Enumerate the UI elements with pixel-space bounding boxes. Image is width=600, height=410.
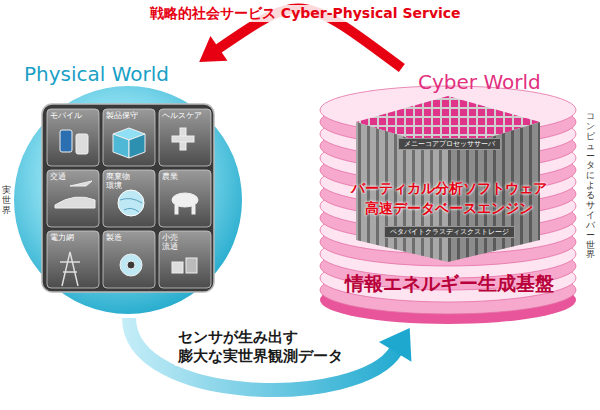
world-circle — [14, 86, 242, 314]
arrow-head — [199, 36, 227, 62]
layer-band: ペタバイトクラスディスクストレージ — [384, 226, 515, 238]
node-title: 電力網 — [50, 233, 76, 242]
node-title: 農業 — [162, 172, 188, 181]
edge-label: センサが生み出す 膨大な実世界観測データ — [175, 328, 353, 366]
node-title: 小売 流通 — [162, 233, 188, 251]
layer-band: メニーコアプロセッササーバ — [398, 138, 501, 150]
icon-panel — [42, 104, 214, 292]
band-label: メニーコアプロセッササーバ — [404, 140, 495, 148]
node-text: 高速データベースエンジン — [318, 200, 580, 217]
side-label: 実世界 — [2, 186, 11, 216]
band-label: ペタバイトクラスディスクストレージ — [390, 228, 509, 236]
node-title: 製品保守 — [106, 111, 132, 120]
arrow-line — [129, 318, 396, 390]
icon-tile: 製品保守 — [103, 109, 155, 166]
icon-tile — [103, 170, 155, 227]
icon-tile — [159, 109, 211, 166]
icon-tile — [159, 231, 211, 288]
icons — [55, 128, 198, 286]
node-title: Physical World — [24, 62, 169, 86]
icon-tile: 交通 — [47, 170, 99, 227]
node-text: バーティカル分析ソフトウェア — [318, 180, 580, 197]
node-title: 交通 — [50, 172, 76, 181]
node-title: ヘルスケア — [162, 111, 188, 120]
node-title: モバイル — [50, 111, 76, 120]
icon-tile: ヘルスケア — [159, 109, 211, 166]
flow-arrow — [129, 318, 411, 390]
node-title: 製造 — [106, 233, 132, 242]
node-title: Cyber World — [418, 70, 541, 94]
icon-tiles — [47, 109, 211, 288]
icon-tile: 農業 — [159, 170, 211, 227]
node-title: 廃棄物 環境 — [106, 172, 132, 190]
icon-tile: モバイル — [47, 109, 99, 166]
side-label: コンピュータによるサイバー世界 — [586, 112, 595, 260]
icon-tile: 製造 — [103, 231, 155, 288]
icon-tile — [47, 231, 99, 288]
icon-tile — [103, 231, 155, 288]
cyber-cylinder: Cyber World バーティカル分析ソフトウェア高速データベースエンジン情報エ… — [318, 68, 580, 328]
icon-tile: 廃棄物 環境 — [103, 170, 155, 227]
icon-tile — [47, 170, 99, 227]
node-text: 情報エネルギー生成基盤 — [318, 272, 580, 295]
arrow-head — [379, 328, 411, 362]
icon-tile: 小売 流通 — [159, 231, 211, 288]
icon-tile: 電力網 — [47, 231, 99, 288]
edge-label: 戦略的社会サービス Cyber-Physical Service — [147, 5, 464, 22]
icon-tile — [159, 170, 211, 227]
icon-tile — [103, 109, 155, 166]
world-circle: Physical World モバイル 製品保守 ヘルスケア交通 廃棄物 環境 農業電力網… — [12, 62, 246, 318]
icon-tile — [47, 109, 99, 166]
